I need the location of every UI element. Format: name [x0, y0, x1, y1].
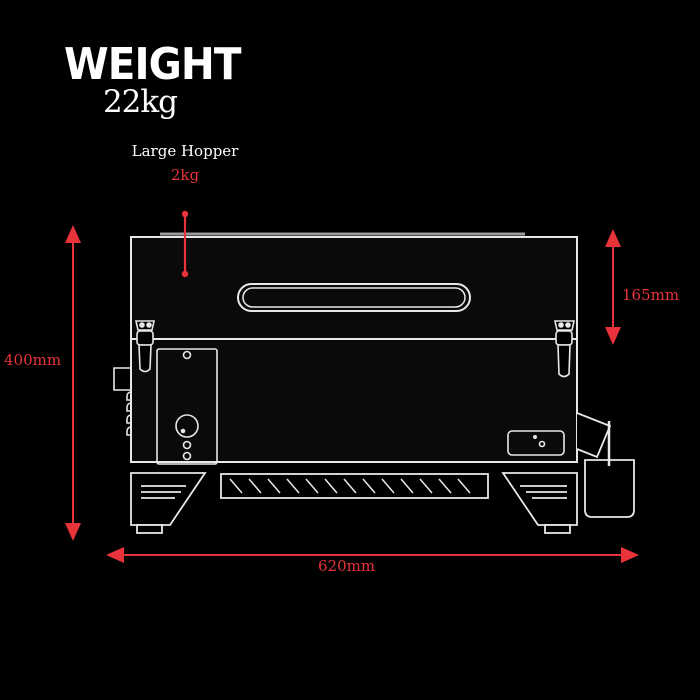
- total-weight-value: 22kg: [102, 84, 178, 120]
- leg-right: [501, 472, 578, 534]
- width-dimension-label: 620mm: [318, 557, 376, 575]
- grease-bucket: [576, 412, 635, 518]
- weight-title: WEIGHT: [64, 39, 241, 90]
- hopper-callout-label: Large Hopper: [131, 142, 239, 160]
- height-dimension-label: 400mm: [4, 351, 62, 369]
- leg-left: [130, 472, 207, 534]
- latch-right: [554, 320, 575, 378]
- hopper-callout-weight: 2kg: [170, 166, 200, 184]
- latch-left: [135, 320, 155, 373]
- display-panel: [507, 430, 565, 456]
- hopper-pointer: [181, 210, 189, 278]
- temperature-dial-icon: [175, 414, 199, 438]
- side-hopper-left: [113, 367, 132, 436]
- lid-height-dimension-label: 165mm: [622, 286, 680, 304]
- lid-handle: [237, 283, 471, 312]
- control-panel: [156, 348, 218, 465]
- bottom-vent: [220, 473, 489, 499]
